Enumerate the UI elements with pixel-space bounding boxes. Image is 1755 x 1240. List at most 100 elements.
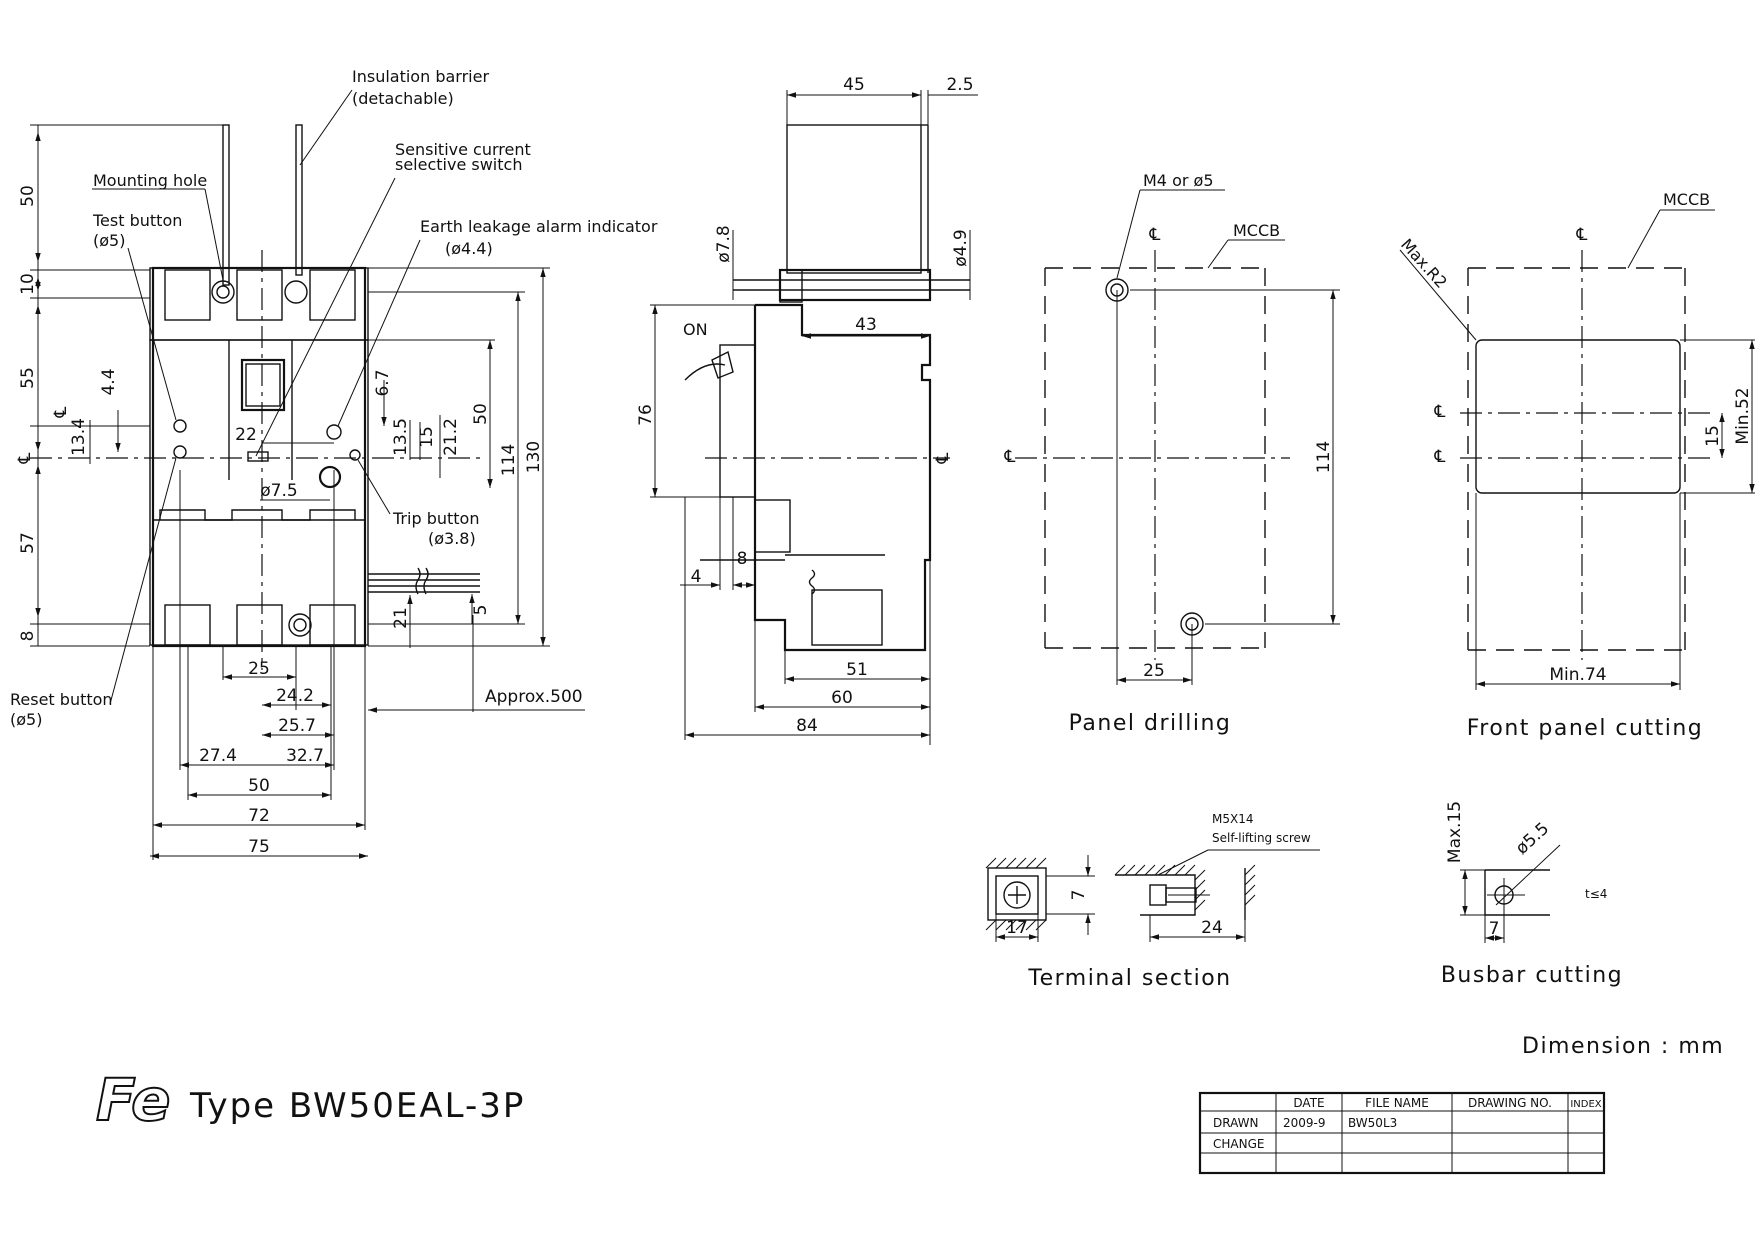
dim-50: 50	[18, 185, 38, 207]
front-cl-low: ℄	[1434, 447, 1446, 467]
front-panel-cutting: Min.52 15 Min.74 Max.R2 MCCB ℄ ℄ ℄ Front…	[1397, 190, 1755, 741]
label-test-button: Test button	[92, 211, 182, 230]
side-dim-84: 84	[796, 716, 818, 736]
tb-row-drawn-file: BW50L3	[1348, 1116, 1397, 1130]
busbar-cutting: Max.15 ø5.5 t≤4 7 Busbar cutting	[1441, 801, 1623, 988]
dim-4-4: 4.4	[99, 368, 119, 395]
busbar-dim-dia: ø5.5	[1512, 819, 1553, 859]
front-dim-min74: Min.74	[1549, 665, 1606, 685]
fe-logo: Fe	[96, 1066, 170, 1134]
front-dims-bottom: 25 24.2 25.7 27.4 32.7 50 72 75 Approx.5…	[150, 470, 585, 860]
side-centerline-mark: ℄	[933, 452, 953, 464]
front-caption: Front panel cutting	[1467, 716, 1703, 741]
busbar-t-label: t≤4	[1585, 887, 1607, 901]
type-label: Type BW50EAL-3P	[189, 1086, 525, 1126]
dim-5: 5	[471, 605, 491, 616]
side-dim-dia-7-8: ø7.8	[714, 225, 734, 262]
tb-row-drawn-label: DRAWN	[1213, 1116, 1259, 1130]
dim-13-4: 13.4	[69, 418, 89, 456]
dim-25-7: 25.7	[278, 716, 316, 736]
title-block: DATE FILE NAME DRAWING NO. INDEX DRAWN 2…	[1198, 1091, 1606, 1175]
label-earth-leakage-dia: (ø4.4)	[445, 239, 493, 258]
label-earth-leakage: Earth leakage alarm indicator	[420, 217, 658, 236]
side-dim-2-5: 2.5	[946, 75, 973, 95]
dim-130: 130	[524, 441, 544, 473]
side-dim-8: 8	[737, 549, 748, 569]
front-dim-15: 15	[1703, 425, 1723, 447]
front-cl-mid: ℄	[1434, 402, 1446, 422]
front-view	[30, 124, 480, 670]
label-insulation-barrier: Insulation barrier	[352, 67, 489, 86]
label-test-button-dia: (ø5)	[93, 231, 125, 250]
panel-cl-left: ℄	[1004, 447, 1016, 467]
tb-header-file: FILE NAME	[1365, 1096, 1429, 1110]
label-mounting-hole: Mounting hole	[93, 171, 207, 190]
label-selective-switch: selective switch	[395, 155, 522, 174]
dim-6-7: 6.7	[373, 369, 393, 396]
front-cl-top: ℄	[1576, 225, 1588, 245]
centerline-mark-1: ℄	[15, 452, 35, 464]
unit-note: Dimension : mm	[1522, 1034, 1724, 1059]
busbar-caption: Busbar cutting	[1441, 963, 1623, 988]
panel-cl-top: ℄	[1149, 225, 1161, 245]
front-dims-left: 50 10 55 57 8 ℄ ℄ 4.4 13.4	[15, 124, 223, 647]
panel-mccb-label: MCCB	[1233, 221, 1280, 240]
label-detachable: (detachable)	[352, 89, 454, 108]
label-trip-button: Trip button	[392, 509, 479, 528]
terminal-section: 7 17 M5X14 Self-lifting screw 24 Termina…	[985, 812, 1320, 991]
dim-21-2: 21.2	[441, 418, 461, 456]
dim-15: 15	[417, 426, 437, 448]
dim-57: 57	[18, 532, 38, 554]
tb-header-date: DATE	[1293, 1096, 1324, 1110]
dim-8: 8	[18, 631, 38, 642]
dim-27-4: 27.4	[199, 746, 237, 766]
dim-dia-7-5: ø7.5	[260, 481, 297, 501]
side-view	[684, 124, 970, 652]
front-dim-min52: Min.52	[1733, 387, 1753, 444]
dim-32-7: 32.7	[286, 746, 324, 766]
side-on-label: ON	[683, 320, 708, 339]
dim-50-right: 50	[471, 403, 491, 425]
centerline-mark-2: ℄	[51, 406, 71, 418]
brand-logo: Fe Type BW50EAL-3P	[95, 1065, 525, 1135]
label-reset-button-dia: (ø5)	[10, 710, 42, 729]
terminal-screw-label: Self-lifting screw	[1212, 831, 1311, 845]
busbar-dim-7: 7	[1489, 919, 1500, 939]
dim-72: 72	[248, 806, 270, 826]
label-sensitive-current: Sensitive current	[395, 140, 531, 159]
dim-13-5: 13.5	[391, 418, 411, 456]
front-callouts: Insulation barrier (detachable) Mounting…	[10, 67, 658, 729]
side-dim-43: 43	[855, 315, 877, 335]
dim-75: 75	[248, 837, 270, 857]
panel-m4-label: M4 or ø5	[1143, 171, 1214, 190]
dim-55: 55	[18, 367, 38, 389]
terminal-m5-label: M5X14	[1212, 812, 1253, 826]
terminal-dim-7: 7	[1069, 890, 1089, 901]
side-dim-45: 45	[843, 75, 865, 95]
dim-24-2: 24.2	[276, 686, 314, 706]
dim-50-bottom: 50	[248, 776, 270, 796]
terminal-caption: Terminal section	[1027, 966, 1231, 991]
tb-header-index: INDEX	[1570, 1099, 1601, 1110]
dim-22: 22	[235, 425, 257, 445]
dim-114: 114	[499, 444, 519, 476]
side-dim-60: 60	[831, 688, 853, 708]
dim-approx-500: Approx.500	[485, 687, 583, 707]
label-reset-button: Reset button	[10, 690, 113, 709]
tb-row-change-label: CHANGE	[1213, 1137, 1264, 1151]
panel-dim-114: 114	[1314, 441, 1334, 473]
front-dims-right: 22 6.7 13.5 15 21.2 50 114 130 ø7.5 21 5	[235, 267, 550, 648]
side-dim-dia-4-9: ø4.9	[951, 229, 971, 266]
terminal-dim-24: 24	[1201, 918, 1223, 938]
side-dim-51: 51	[846, 660, 868, 680]
front-mccb-label: MCCB	[1663, 190, 1710, 209]
panel-caption: Panel drilling	[1069, 711, 1232, 736]
side-dims: 45 2.5 ø7.8 ø4.9 43 76 ON 4 8 51 60 84 ℄	[636, 75, 978, 745]
side-dim-76: 76	[636, 404, 656, 426]
terminal-dim-17: 17	[1006, 918, 1028, 938]
label-trip-button-dia: (ø3.8)	[428, 529, 476, 548]
side-dim-4: 4	[691, 567, 702, 587]
panel-dim-25: 25	[1143, 661, 1165, 681]
dim-10: 10	[18, 273, 38, 295]
